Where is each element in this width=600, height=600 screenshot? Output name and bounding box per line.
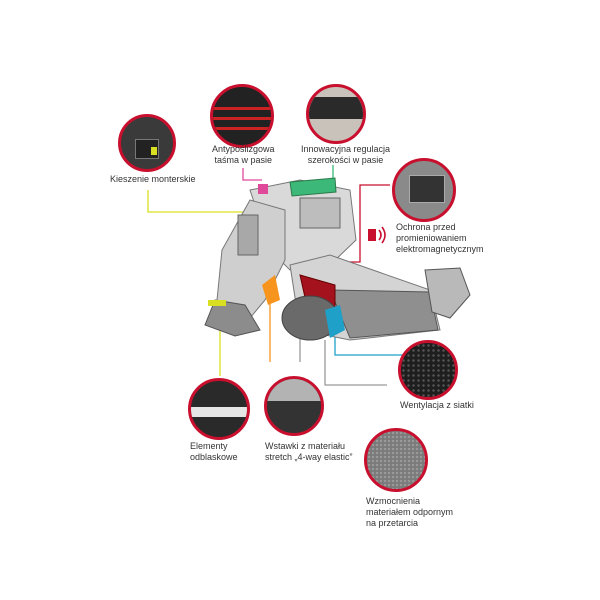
waist-detail-image [306,84,366,144]
label-emf: Ochrona przed promieniowaniem elektromag… [396,222,484,255]
label-emf-line2: promieniowaniem [396,233,467,243]
label-stretch-line2: stretch „4-way elastic” [265,452,353,462]
reflective-detail-image [188,378,250,440]
label-waist-line1: Innowacyjna regulacja [301,144,391,154]
label-reinforce-line1: Wzmocnienia [366,496,421,506]
label-antislip-line1: Antypoślizgowa [212,144,275,154]
label-emf-line1: Ochrona przed [396,222,456,232]
label-reflective: Elementy odblaskowe [190,441,238,463]
label-reflective-line1: Elementy [190,441,228,451]
antislip-detail-image [210,84,274,148]
label-emf-line3: elektromagnetycznym [396,244,484,254]
stretch-detail-image [264,376,324,436]
label-stretch-line1: Wstawki z materiału [265,441,346,451]
reinforce-detail-image [364,428,428,492]
signal-icon [368,226,386,244]
label-waist-line2: szerokości w pasie [307,155,384,165]
label-pockets-text: Kieszenie monterskie [110,174,196,184]
pockets-detail-image [118,114,176,172]
label-waist: Innowacyjna regulacja szerokości w pasie [301,144,390,166]
label-reinforce-line3: na przetarcia [366,518,419,528]
ventilation-detail-image [398,340,458,400]
label-reflective-line2: odblaskowe [190,452,238,462]
label-antislip: Antypoślizgowa taśma w pasie [212,144,275,166]
label-reinforce-line2: materiałem odpornym [366,507,454,517]
label-reinforce: Wzmocnienia materiałem odpornym na przet… [366,496,453,529]
label-ventilation: Wentylacja z siatki [400,400,474,411]
label-stretch: Wstawki z materiału stretch „4-way elast… [265,441,353,463]
label-antislip-line2: taśma w pasie [214,155,273,165]
emf-detail-image [392,158,456,222]
label-ventilation-text: Wentylacja z siatki [400,400,474,410]
label-pockets: Kieszenie monterskie [110,174,196,185]
